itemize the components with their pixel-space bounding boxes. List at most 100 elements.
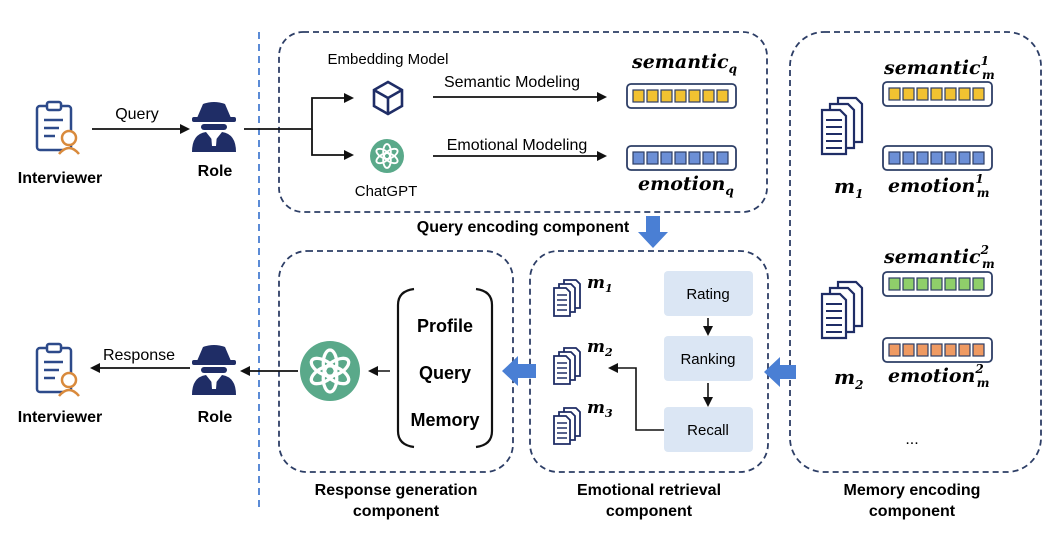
interviewer-bottom-icon [35, 342, 81, 398]
vector-cell [916, 87, 929, 101]
vector-cell [688, 151, 701, 165]
role-bottom-label: Role [198, 409, 233, 426]
vector-cell [930, 151, 943, 165]
memory-item-label: Memory [410, 410, 479, 430]
chatgpt-label: ChatGPT [355, 183, 418, 200]
semantic-q-label: semanticq [631, 51, 737, 76]
vector-cell [944, 151, 957, 165]
memory-ellipsis: ... [905, 431, 918, 448]
memory-encoding-box [789, 31, 1042, 473]
semantic-m1-vector [882, 81, 993, 107]
vector-cell [646, 89, 659, 103]
vector-cell [958, 151, 971, 165]
m2-label: m2 [834, 365, 864, 392]
vector-cell [972, 151, 985, 165]
role-to-chatgpt-connector [311, 129, 354, 160]
embedding-model-label: Embedding Model [328, 51, 449, 68]
interviewer-bottom-label: Interviewer [18, 409, 102, 426]
vector-cell [702, 89, 715, 103]
vector-cell [646, 151, 659, 165]
memory-encoding-title-line2: component [869, 503, 956, 520]
retrieval-m2-label: m2 [587, 337, 613, 359]
vector-cell [716, 89, 729, 103]
memory-to-retrieval-arrow [764, 357, 796, 387]
rating-label: Rating [686, 286, 729, 303]
emotion-m1-vector [882, 145, 993, 171]
retrieval-title-line2: component [606, 503, 693, 520]
vector-cell [632, 151, 645, 165]
vector-cell [674, 89, 687, 103]
chatgpt-icon [370, 139, 404, 173]
vector-cell [888, 151, 901, 165]
retrieval-m1-docs-icon [553, 279, 581, 317]
vector-cell [660, 89, 673, 103]
emotional-modeling-label: Emotional Modeling [447, 137, 588, 154]
query-encoding-title: Query encoding component [417, 219, 630, 236]
emotion-q-label: emotionq [638, 173, 734, 198]
profile-label: Profile [417, 316, 473, 336]
vector-cell [972, 87, 985, 101]
vector-cell [688, 89, 701, 103]
retrieval-m3-docs-icon [553, 407, 581, 445]
vector-cell [916, 343, 929, 357]
role-top-icon [192, 102, 236, 152]
semantic-m2-vector [882, 271, 993, 297]
vector-cell [916, 151, 929, 165]
vector-cell [930, 277, 943, 291]
vector-cell [944, 87, 957, 101]
emotional-retrieval-box [529, 250, 769, 473]
vector-cell [888, 343, 901, 357]
retrieval-title-line1: Emotional retrieval [577, 482, 721, 499]
vector-cell [902, 87, 915, 101]
vector-cell [902, 343, 915, 357]
semantic-q-vector [626, 83, 737, 109]
retrieval-m2-docs-icon [553, 347, 581, 385]
cube-icon [372, 80, 404, 116]
vector-cell [660, 151, 673, 165]
recall-label: Recall [687, 422, 729, 439]
interviewer-top-icon [35, 100, 81, 156]
vector-cell [930, 87, 943, 101]
rating-box [664, 271, 753, 316]
retrieval-m3-label: m3 [587, 398, 613, 420]
response-title-line1: Response generation [315, 482, 478, 499]
vector-cell [958, 277, 971, 291]
vector-cell [888, 87, 901, 101]
query-to-retrieval-arrow [638, 216, 668, 248]
emotion-q-vector [626, 145, 737, 171]
semantic-modeling-label: Semantic Modeling [444, 74, 580, 91]
memory-encoding-title-line1: Memory encoding [844, 482, 981, 499]
role-to-models-connector [244, 93, 354, 130]
vector-cell [902, 277, 915, 291]
response-title-line2: component [353, 503, 440, 520]
response-label: Response [103, 347, 175, 364]
interviewer-top-label: Interviewer [18, 170, 102, 187]
vector-cell [958, 343, 971, 357]
vector-cell [930, 343, 943, 357]
m1-documents-icon [820, 96, 864, 156]
vector-cell [674, 151, 687, 165]
retrieval-m1-label: m1 [587, 273, 613, 295]
prompt-bracket-right [475, 287, 494, 449]
m2-documents-icon [820, 280, 864, 340]
vector-cell [972, 277, 985, 291]
vector-cell [902, 151, 915, 165]
query-item-label: Query [419, 363, 471, 383]
vector-cell [702, 151, 715, 165]
vector-cell [632, 89, 645, 103]
role-bottom-icon [192, 345, 236, 395]
response-chatgpt-icon [300, 341, 360, 401]
ranking-label: Ranking [680, 351, 735, 368]
recall-box [664, 407, 753, 452]
retrieval-to-response-arrow [502, 356, 536, 386]
emotion-m2-vector [882, 337, 993, 363]
vector-cell [916, 277, 929, 291]
ranking-box [664, 336, 753, 381]
m1-label: m1 [834, 174, 864, 201]
vector-cell [944, 343, 957, 357]
